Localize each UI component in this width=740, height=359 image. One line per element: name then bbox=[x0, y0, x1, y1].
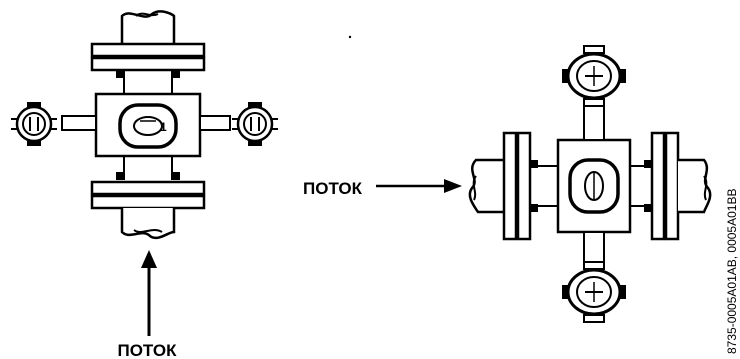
right-flowmeter-assembly bbox=[468, 44, 712, 324]
right-transmitter-top bbox=[560, 44, 628, 108]
right-flow-arrow bbox=[376, 179, 462, 193]
right-top-neck bbox=[583, 103, 605, 141]
figure-code-label: 8735-0005A01AB, 0005A01BB bbox=[725, 189, 739, 354]
right-outlet-pipe bbox=[678, 158, 712, 214]
left-transmitter-east bbox=[230, 100, 280, 148]
right-outlet-flange bbox=[630, 131, 680, 241]
right-transmitter-bottom bbox=[560, 260, 628, 324]
left-flowmeter-assembly: 1 bbox=[9, 10, 280, 336]
svg-text:1: 1 bbox=[160, 120, 167, 134]
right-inlet-pipe bbox=[468, 158, 504, 214]
left-top-pipe bbox=[120, 10, 176, 44]
left-bottom-flange bbox=[90, 156, 206, 210]
right-flow-label: ПОТОК bbox=[303, 179, 363, 198]
speck bbox=[348, 35, 352, 39]
right-meter-body bbox=[556, 138, 632, 234]
right-bottom-neck bbox=[583, 231, 605, 267]
right-inlet-flange bbox=[502, 131, 558, 241]
left-flow-arrow bbox=[141, 250, 157, 336]
left-transmitter-west bbox=[9, 100, 59, 148]
left-side-necks bbox=[61, 115, 231, 131]
left-flow-label: ПОТОК bbox=[117, 341, 177, 359]
left-top-flange bbox=[90, 42, 206, 94]
left-bottom-pipe bbox=[120, 208, 176, 240]
left-meter-body: 1 bbox=[94, 92, 202, 158]
